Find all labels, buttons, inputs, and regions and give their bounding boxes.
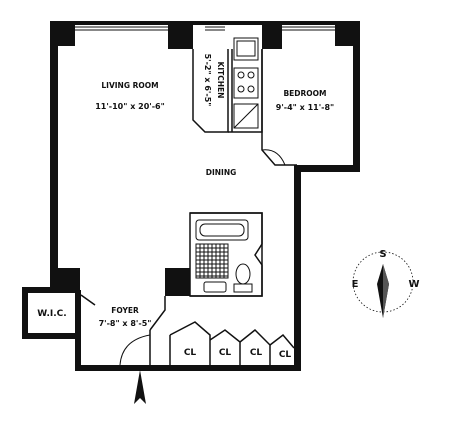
kitchen-name: KITCHEN xyxy=(216,62,225,99)
closet-label-1: CL xyxy=(184,348,197,358)
tile-floor-icon xyxy=(195,243,229,279)
stove-icon xyxy=(233,67,259,99)
entrance-arrow-icon xyxy=(134,370,146,404)
sink-icon xyxy=(233,37,259,61)
compass-west: W xyxy=(408,279,419,290)
dining-name: DINING xyxy=(206,168,237,177)
kitchen-fixtures xyxy=(233,37,259,129)
room-labels: LIVING ROOM 11'-10" x 20'-6" KITCHEN 5'-… xyxy=(37,54,334,360)
living-room-name: LIVING ROOM xyxy=(101,81,158,90)
closet-label-3: CL xyxy=(250,348,263,358)
walls xyxy=(22,21,360,371)
closet-label-4: CL xyxy=(279,350,292,360)
bedroom-name: BEDROOM xyxy=(283,89,326,98)
compass-south: S xyxy=(379,249,386,260)
bedroom-dims: 9'-4" x 11'-8" xyxy=(276,103,334,112)
living-room-dims: 11'-10" x 20'-6" xyxy=(95,102,165,111)
closet-label-2: CL xyxy=(219,348,232,358)
foyer-name: FOYER xyxy=(111,306,139,315)
vanity-sink-icon xyxy=(203,281,227,293)
kitchen-dims: 5'-2" x 6'-5" xyxy=(203,54,212,107)
compass-icon: S E W xyxy=(352,249,420,318)
foyer-dims: 7'-8" x 8'-5" xyxy=(99,319,152,328)
compass-east: E xyxy=(352,279,359,290)
bathtub-icon xyxy=(195,219,249,241)
toilet-icon xyxy=(233,263,253,293)
interior-walls xyxy=(80,49,297,366)
refrigerator-icon xyxy=(233,103,259,129)
bath-fixtures xyxy=(195,219,253,293)
walk-in-closet-name: W.I.C. xyxy=(37,309,66,319)
